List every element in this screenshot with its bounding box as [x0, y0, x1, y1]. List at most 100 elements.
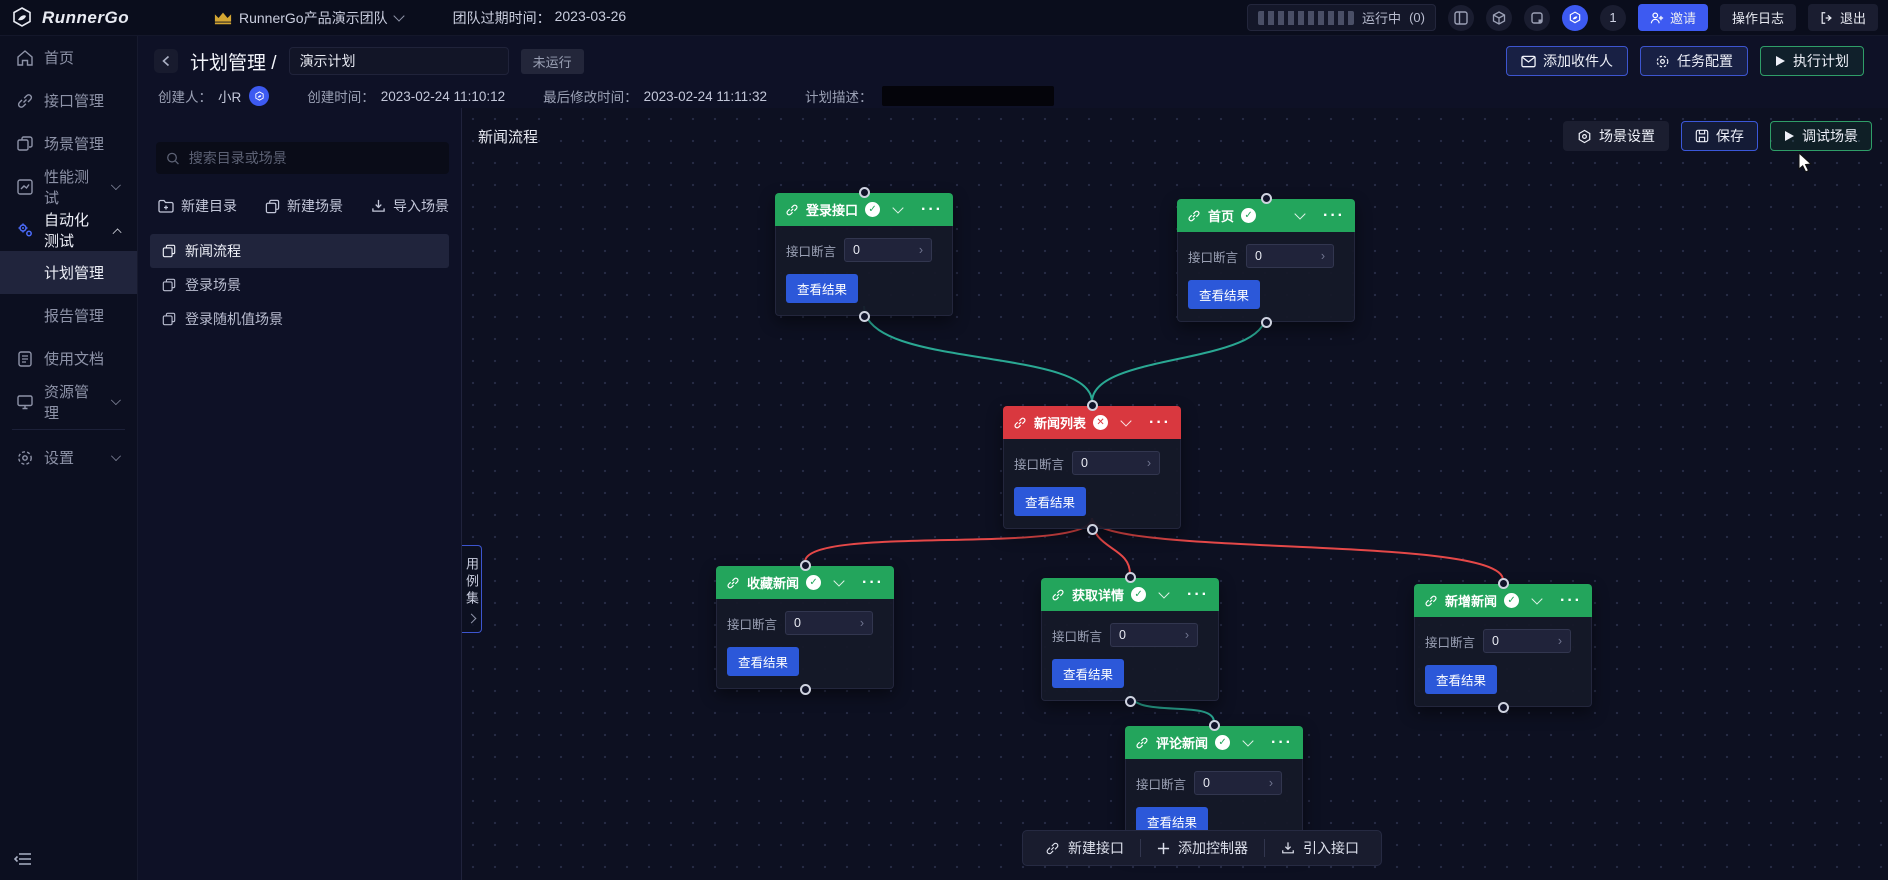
scan-icon[interactable]: [1523, 4, 1550, 31]
chevron-down-icon[interactable]: [892, 202, 904, 214]
assert-count-input[interactable]: 0: [1483, 629, 1572, 653]
assert-label: 接口断言: [1136, 777, 1187, 792]
collapse-sidebar-icon[interactable]: [14, 852, 32, 866]
new-api-button[interactable]: 新建接口: [1029, 838, 1140, 858]
chevron-down-icon[interactable]: [1294, 208, 1306, 220]
view-result-button[interactable]: 查看结果: [786, 274, 859, 303]
run-plan-button[interactable]: 执行计划: [1760, 46, 1864, 76]
flow-canvas[interactable]: 新闻流程 场景设置 保存 调试场景 用例集: [462, 108, 1888, 880]
sidebar-item-reports[interactable]: 报告管理: [0, 294, 137, 337]
assert-count-input[interactable]: 0: [1072, 451, 1161, 475]
node-header[interactable]: 收藏新闻: [716, 566, 894, 599]
flow-node-favorite-news[interactable]: 收藏新闻 接口断言 0 查看结果: [716, 560, 894, 695]
assert-count-input[interactable]: 0: [1110, 623, 1199, 647]
sidebar-item-docs[interactable]: 使用文档: [0, 337, 137, 380]
plan-name-input[interactable]: 演示计划: [288, 47, 509, 75]
scene-item-news-flow[interactable]: 新闻流程: [150, 234, 449, 268]
more-icon[interactable]: [1560, 592, 1582, 610]
more-icon[interactable]: [1271, 734, 1293, 752]
import-api-button[interactable]: 引入接口: [1265, 838, 1375, 858]
node-output-port[interactable]: [859, 311, 870, 322]
more-icon[interactable]: [1323, 207, 1345, 225]
scene-item-login[interactable]: 登录场景: [150, 268, 449, 302]
view-result-button[interactable]: 查看结果: [1188, 280, 1261, 309]
sidebar-item-scene[interactable]: 场景管理: [0, 122, 137, 165]
view-result-button[interactable]: 查看结果: [1052, 659, 1125, 688]
chevron-down-icon[interactable]: [1242, 735, 1254, 747]
save-button[interactable]: 保存: [1681, 121, 1758, 151]
view-result-button[interactable]: 查看结果: [1425, 665, 1498, 694]
add-controller-button[interactable]: 添加控制器: [1141, 838, 1264, 858]
back-button[interactable]: [154, 49, 178, 73]
new-directory-button[interactable]: 新建目录: [156, 196, 251, 216]
sidebar-item-resources[interactable]: 资源管理: [0, 380, 137, 423]
node-input-port[interactable]: [1261, 193, 1272, 204]
node-input-port[interactable]: [1209, 720, 1220, 731]
sidebar-item-api[interactable]: 接口管理: [0, 79, 137, 122]
node-header[interactable]: 登录接口: [775, 193, 953, 226]
cube-icon[interactable]: [1485, 4, 1512, 31]
sidebar-item-performance[interactable]: 性能测试: [0, 165, 137, 208]
run-status-widget[interactable]: 运行中 (0): [1247, 4, 1436, 31]
scene-settings-button[interactable]: 场景设置: [1563, 121, 1669, 151]
assert-count-input[interactable]: 0: [844, 238, 933, 262]
scene-item-login-random[interactable]: 登录随机值场景: [150, 302, 449, 336]
sidebar-item-automation[interactable]: 自动化测试: [0, 208, 137, 251]
node-output-port[interactable]: [1125, 696, 1136, 707]
node-output-port[interactable]: [1498, 702, 1509, 713]
team-selector[interactable]: RunnerGo产品演示团队: [214, 8, 405, 28]
new-scene-button[interactable]: 新建场景: [251, 196, 357, 216]
sidebar-item-settings[interactable]: 设置: [0, 436, 137, 479]
assert-count-input[interactable]: 0: [1194, 771, 1283, 795]
flow-node-get-detail[interactable]: 获取详情 接口断言 0 查看结果: [1041, 572, 1219, 707]
more-icon[interactable]: [921, 201, 943, 219]
user-avatar[interactable]: [1561, 4, 1588, 31]
operation-log-button[interactable]: 操作日志: [1719, 4, 1796, 31]
node-input-port[interactable]: [1087, 400, 1098, 411]
node-input-port[interactable]: [1125, 572, 1136, 583]
plan-description-value[interactable]: [882, 86, 1055, 106]
invite-button[interactable]: 邀请: [1637, 4, 1708, 31]
logout-button[interactable]: 退出: [1807, 4, 1878, 31]
chevron-down-icon[interactable]: [833, 575, 845, 587]
app-logo[interactable]: RunnerGo: [10, 6, 160, 30]
chevron-down-icon[interactable]: [1120, 415, 1132, 427]
node-output-port[interactable]: [1261, 317, 1272, 328]
task-config-button[interactable]: 任务配置: [1640, 46, 1748, 76]
member-count-badge[interactable]: 1: [1599, 4, 1626, 31]
more-icon[interactable]: [1187, 586, 1209, 604]
node-header[interactable]: 新增新闻: [1414, 584, 1592, 617]
chevron-down-icon[interactable]: [1158, 587, 1170, 599]
flow-node-add-news[interactable]: 新增新闻 接口断言 0 查看结果: [1414, 578, 1592, 713]
search-input[interactable]: [188, 150, 439, 166]
assert-count-input[interactable]: 0: [785, 611, 874, 635]
columns-icon[interactable]: [1447, 4, 1474, 31]
node-header[interactable]: 新闻列表: [1003, 406, 1181, 439]
node-input-port[interactable]: [1498, 578, 1509, 589]
import-scene-button[interactable]: 导入场景: [357, 196, 463, 216]
debug-scene-button[interactable]: 调试场景: [1770, 121, 1872, 151]
sidebar-item-plans[interactable]: 计划管理: [0, 251, 137, 294]
node-output-port[interactable]: [800, 684, 811, 695]
chevron-down-icon[interactable]: [1531, 593, 1543, 605]
more-icon[interactable]: [862, 574, 884, 592]
node-input-port[interactable]: [859, 187, 870, 198]
add-recipient-button[interactable]: 添加收件人: [1506, 46, 1628, 76]
node-output-port[interactable]: [1087, 524, 1098, 535]
node-header[interactable]: 评论新闻: [1125, 726, 1303, 759]
scene-search[interactable]: [156, 142, 449, 174]
view-result-button[interactable]: 查看结果: [727, 647, 800, 676]
case-set-tab[interactable]: 用例集: [462, 545, 482, 633]
assert-count-input[interactable]: 0: [1246, 244, 1335, 268]
node-header[interactable]: 首页: [1177, 199, 1355, 232]
flow-node-homepage[interactable]: 首页 接口断言 0 查看结果: [1177, 193, 1355, 328]
more-icon[interactable]: [1149, 414, 1171, 432]
folder-plus-icon: [158, 199, 174, 213]
node-header[interactable]: 获取详情: [1041, 578, 1219, 611]
node-input-port[interactable]: [800, 560, 811, 571]
flow-node-news-list[interactable]: 新闻列表 接口断言 0 查看结果: [1003, 400, 1181, 535]
sidebar-item-home[interactable]: 首页: [0, 36, 137, 79]
flow-node-login-api[interactable]: 登录接口 接口断言 0 查看结果: [775, 187, 953, 322]
new-scene-label: 新建场景: [287, 198, 343, 214]
view-result-button[interactable]: 查看结果: [1014, 487, 1087, 516]
